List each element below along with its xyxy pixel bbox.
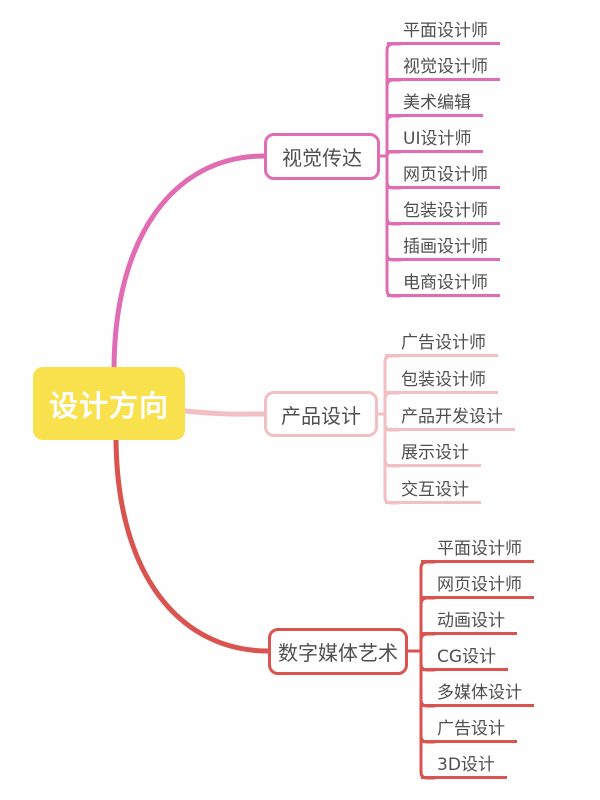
- connector-root-to-branch-2: [182, 408, 267, 417]
- child-topic[interactable]: 美术编辑: [387, 92, 483, 117]
- child-topic[interactable]: 视觉设计师: [387, 56, 500, 81]
- connector-root-to-branch-1: [111, 153, 267, 374]
- branch-node-product-design[interactable]: 产品设计: [264, 391, 378, 437]
- child-topic[interactable]: 平面设计师: [387, 20, 500, 45]
- child-topic[interactable]: 包装设计师: [387, 200, 500, 225]
- child-topic[interactable]: 插画设计师: [387, 236, 500, 261]
- child-topic[interactable]: 产品开发设计: [385, 406, 515, 431]
- child-topic[interactable]: 网页设计师: [387, 164, 500, 189]
- branch-node-visual-communication[interactable]: 视觉传达: [264, 133, 380, 180]
- child-topic[interactable]: 动画设计: [421, 610, 517, 635]
- child-topic[interactable]: 网页设计师: [421, 574, 534, 599]
- child-topic[interactable]: 展示设计: [385, 442, 481, 467]
- child-topic[interactable]: 3D设计: [421, 754, 507, 779]
- child-topic[interactable]: 电商设计师: [387, 272, 500, 297]
- connector-root-to-branch-3: [113, 433, 271, 654]
- child-topic[interactable]: 包装设计师: [385, 369, 498, 394]
- child-topic[interactable]: 广告设计师: [385, 332, 498, 357]
- root-node[interactable]: 设计方向: [33, 367, 185, 440]
- child-topic[interactable]: CG设计: [421, 646, 509, 671]
- branch-node-digital-media-art[interactable]: 数字媒体艺术: [268, 628, 408, 675]
- child-topic[interactable]: UI设计师: [387, 128, 484, 153]
- child-topic[interactable]: 交互设计: [385, 479, 481, 504]
- child-topic[interactable]: 平面设计师: [421, 538, 534, 563]
- child-topic[interactable]: 广告设计: [421, 718, 517, 743]
- child-topic[interactable]: 多媒体设计: [421, 682, 534, 707]
